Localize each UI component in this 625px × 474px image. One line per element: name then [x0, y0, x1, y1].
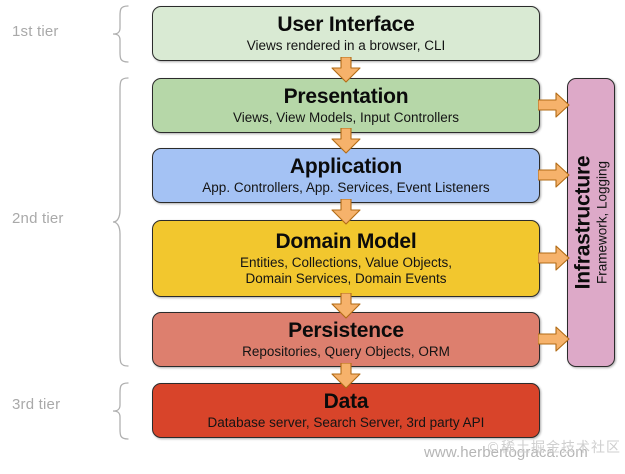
layer-subtitle-domain-model: Entities, Collections, Value Objects, Do…	[239, 254, 453, 286]
layer-title-presentation: Presentation	[283, 84, 409, 108]
tier-label-1st: 1st tier	[12, 23, 59, 40]
layer-title-data: Data	[323, 389, 369, 413]
brace-3rd-tier	[104, 381, 130, 441]
layer-subtitle-presentation: Views, View Models, Input Controllers	[232, 109, 460, 125]
arrow-down-ui-to-presentation	[329, 57, 363, 83]
layer-subtitle-persistence: Repositories, Query Objects, ORM	[242, 343, 450, 359]
layer-box-persistence[interactable]: Persistence Repositories, Query Objects,…	[152, 312, 540, 367]
arrow-down-persistence-to-data	[329, 363, 363, 389]
layer-box-domain-model[interactable]: Domain Model Entities, Collections, Valu…	[152, 220, 540, 297]
arrow-right-application-to-infrastructure	[538, 162, 570, 188]
arrow-right-presentation-to-infrastructure	[538, 92, 570, 118]
layer-box-infrastructure[interactable]: Infrastructure Framework, Logging	[567, 78, 615, 367]
layer-subtitle-data: Database server, Search Server, 3rd part…	[207, 414, 485, 430]
brace-2nd-tier	[104, 76, 130, 368]
layer-subtitle-application: App. Controllers, App. Services, Event L…	[202, 179, 490, 195]
tier-label-3rd: 3rd tier	[12, 396, 61, 413]
layer-subtitle-user-interface: Views rendered in a browser, CLI	[246, 37, 446, 53]
arrow-down-presentation-to-application	[329, 128, 363, 154]
layer-box-application[interactable]: Application App. Controllers, App. Servi…	[152, 148, 540, 203]
layer-title-application: Application	[289, 154, 403, 178]
site-watermark: www.herbertograca.com	[424, 444, 588, 461]
layer-title-user-interface: User Interface	[277, 12, 415, 36]
arrow-right-persistence-to-infrastructure	[538, 326, 570, 352]
overlay-watermark: ©稀土掘金技术社区	[486, 440, 621, 456]
arrow-down-application-to-domain-model	[329, 199, 363, 225]
layer-box-presentation[interactable]: Presentation Views, View Models, Input C…	[152, 78, 540, 133]
layer-subtitle-infrastructure: Framework, Logging	[594, 160, 610, 285]
layer-title-persistence: Persistence	[288, 318, 404, 342]
arrow-down-domain-model-to-persistence	[329, 293, 363, 319]
tier-label-2nd: 2nd tier	[12, 210, 64, 227]
layer-box-data[interactable]: Data Database server, Search Server, 3rd…	[152, 383, 540, 438]
brace-1st-tier	[104, 4, 130, 64]
arrow-right-domain-model-to-infrastructure	[538, 245, 570, 271]
layer-box-user-interface[interactable]: User Interface Views rendered in a brows…	[152, 6, 540, 61]
layer-title-infrastructure: Infrastructure	[571, 155, 595, 290]
layer-title-domain-model: Domain Model	[275, 229, 417, 253]
